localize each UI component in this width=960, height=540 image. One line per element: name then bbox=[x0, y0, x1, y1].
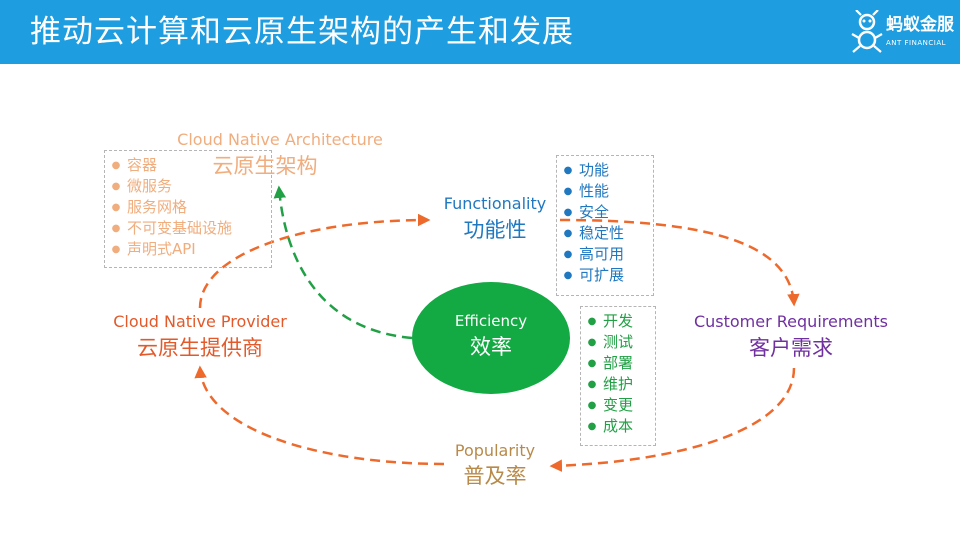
logo-subtext: ANT FINANCIAL bbox=[886, 39, 947, 47]
list-item: ●部署 bbox=[587, 354, 634, 372]
provider-label-zh: 云原生提供商 bbox=[137, 336, 263, 360]
list-item: ●性能 bbox=[563, 182, 610, 200]
arrow-popularity-to-provider bbox=[194, 365, 445, 466]
list-item: ●高可用 bbox=[563, 245, 625, 263]
list-item: ●成本 bbox=[587, 417, 634, 435]
list-item: ●安全 bbox=[563, 203, 610, 221]
functionality-label-zh: 功能性 bbox=[463, 218, 527, 242]
logo-text: 蚂蚁金服 bbox=[886, 15, 954, 35]
arrow-efficiency-to-architecture bbox=[273, 185, 413, 340]
functionality-label-en: Functionality bbox=[443, 194, 547, 213]
list-item: ●稳定性 bbox=[563, 224, 625, 242]
architecture-label-en: Cloud Native Architecture bbox=[177, 130, 383, 149]
efficiency-label-en: Efficiency bbox=[454, 312, 528, 330]
architecture-label-zh: 云原生架构 bbox=[212, 154, 318, 178]
arrow-customer-to-popularity bbox=[549, 367, 796, 472]
list-item: ●不可变基础设施 bbox=[111, 219, 233, 237]
arrow-provider-to-functionality bbox=[198, 213, 431, 309]
popularity-label-zh: 普及率 bbox=[463, 464, 527, 488]
list-item: ●服务网格 bbox=[111, 198, 188, 216]
provider-label-en: Cloud Native Provider bbox=[113, 312, 287, 331]
efficiency-label: Efficiency 效率 bbox=[412, 309, 570, 361]
list-item: ●变更 bbox=[587, 396, 634, 414]
list-item: ●维护 bbox=[587, 375, 634, 393]
list-item: ●开发 bbox=[587, 312, 634, 330]
customer-label-en: Customer Requirements bbox=[693, 312, 889, 331]
list-item: ●容器 bbox=[111, 156, 158, 174]
header-bar: 推动云计算和云原生架构的产生和发展 蚂蚁金服 ANT FINANCIAL bbox=[0, 0, 960, 64]
efficiency-label-zh: 效率 bbox=[470, 335, 512, 359]
arrow-functionality-to-customer bbox=[559, 218, 800, 307]
list-item: ●可扩展 bbox=[563, 266, 625, 284]
architecture-list-box: ●容器 ●微服务 ●服务网格 ●不可变基础设施 ●声明式API bbox=[104, 150, 272, 268]
efficiency-ellipse bbox=[412, 282, 570, 394]
customer-label-zh: 客户需求 bbox=[749, 336, 833, 360]
ant-icon bbox=[851, 10, 883, 53]
efficiency-list-box: ●开发 ●测试 ●部署 ●维护 ●变更 ●成本 bbox=[580, 306, 656, 446]
popularity-label-en: Popularity bbox=[454, 441, 536, 460]
list-item: ●微服务 bbox=[111, 177, 173, 195]
functionality-list-box: ●功能 ●性能 ●安全 ●稳定性 ●高可用 ●可扩展 bbox=[556, 155, 654, 296]
page-title: 推动云计算和云原生架构的产生和发展 bbox=[30, 14, 574, 50]
list-item: ●测试 bbox=[587, 333, 634, 351]
list-item: ●功能 bbox=[563, 161, 610, 179]
list-item: ●声明式API bbox=[111, 240, 196, 258]
logo: 蚂蚁金服 ANT FINANCIAL bbox=[850, 8, 954, 58]
